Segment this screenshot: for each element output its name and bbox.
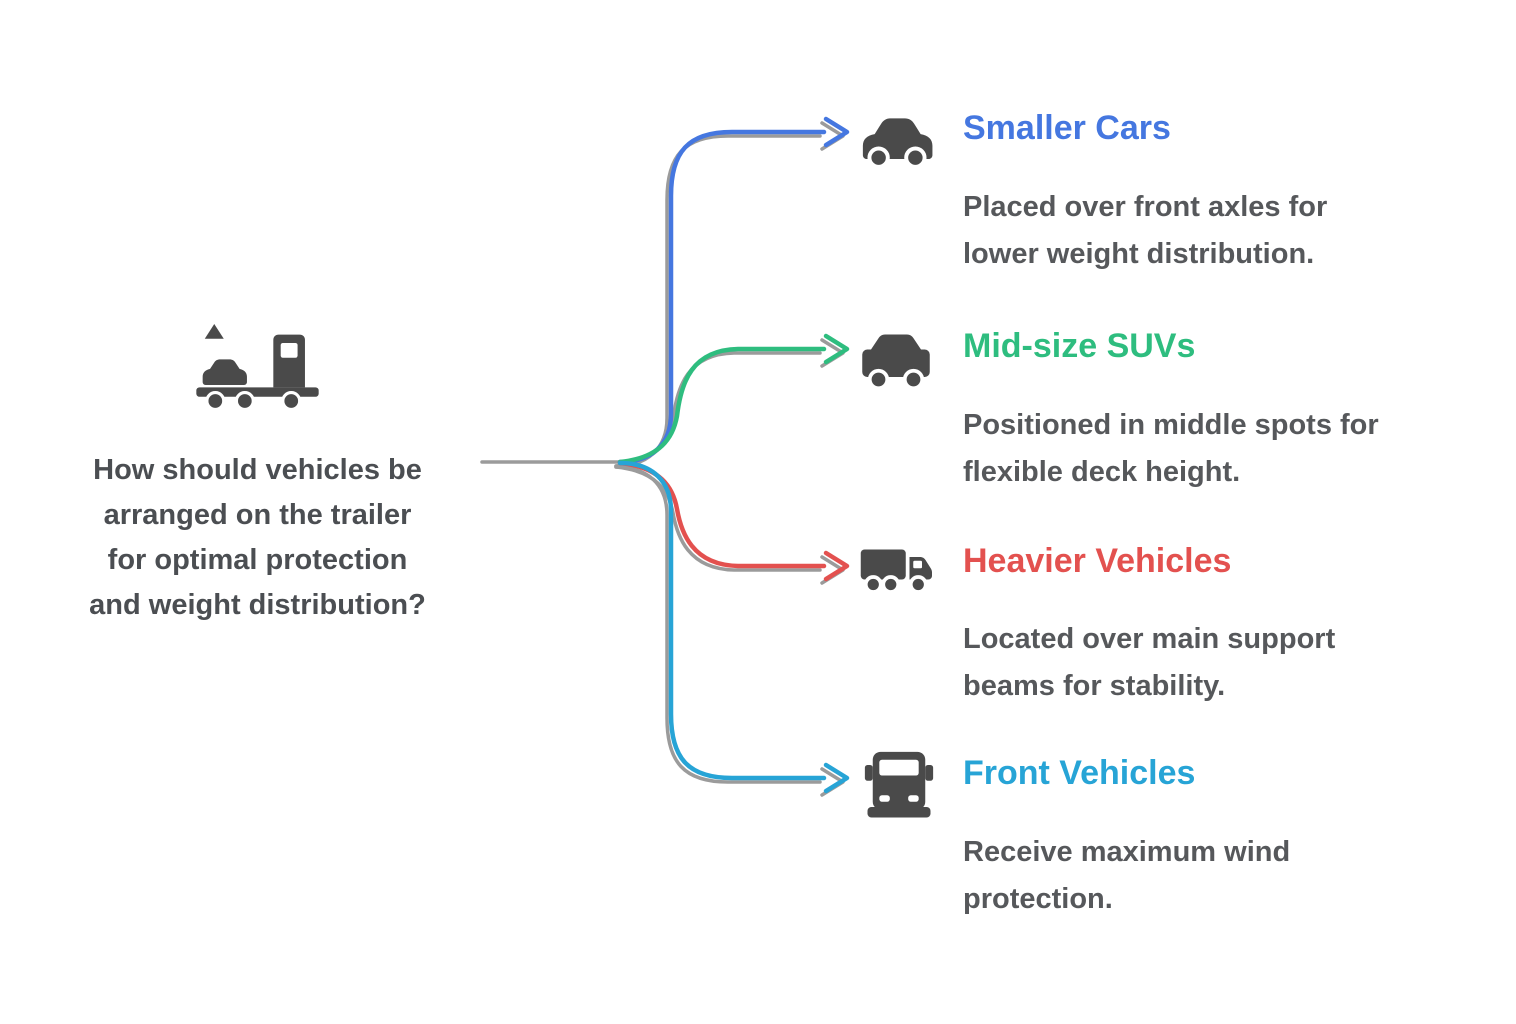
car-icon	[853, 96, 941, 180]
branch-title-front-vehicles: Front Vehicles	[963, 754, 1196, 792]
branch-desc-mid-size-suvs: Positioned in middle spots for flexible …	[963, 409, 1379, 488]
branch-desc-front-vehicles: Receive maximum wind protection.	[963, 836, 1291, 915]
car-carrier-icon	[190, 292, 325, 432]
branch-arrow-mid-size-suvs	[617, 333, 850, 465]
heavy-truck-icon	[851, 532, 943, 612]
branch-arrow-front-vehicles	[617, 460, 850, 794]
branch-title-smaller-cars: Smaller Cars	[963, 109, 1171, 147]
truck-front-icon	[855, 744, 943, 828]
connector-shadows	[614, 121, 845, 797]
branch-desc-smaller-cars: Placed over front axles for lower weight…	[963, 191, 1328, 270]
branch-desc-heavier-vehicles: Located over main support beams for stab…	[963, 623, 1336, 702]
branch-arrow-heavier-vehicles	[617, 460, 850, 582]
branch-title-mid-size-suvs: Mid-size SUVs	[963, 327, 1196, 365]
branch-title-heavier-vehicles: Heavier Vehicles	[963, 542, 1232, 580]
central-question: How should vehicles be arranged on the t…	[89, 454, 426, 621]
suv-icon	[850, 322, 942, 402]
branch-arrow-smaller-cars	[617, 116, 850, 465]
